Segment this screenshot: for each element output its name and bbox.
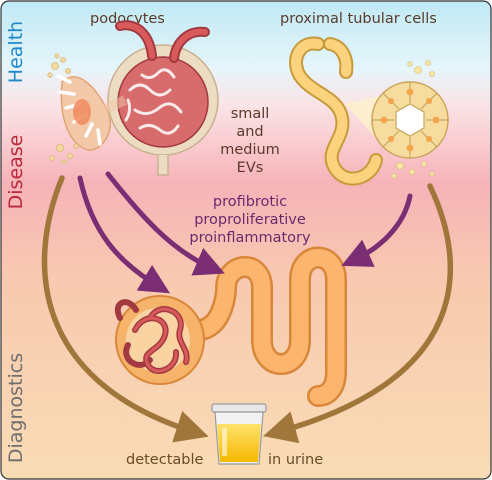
podocyte-cell-illustration	[56, 74, 111, 151]
evs-label-line1: small	[231, 106, 270, 122]
evs-label-line4: EVs	[237, 160, 264, 176]
proximal-tubule-illustration	[289, 36, 383, 186]
evs-label-line2: and	[236, 124, 263, 140]
detectable-label: detectable	[126, 452, 204, 468]
proximal-tubular-cells-label: proximal tubular cells	[280, 11, 437, 27]
section-label-disease: Disease	[5, 135, 27, 210]
diseased-glomerulus-illustration	[115, 295, 205, 385]
in-urine-label: in urine	[268, 452, 323, 468]
diagnostic-arrow-left	[41, 175, 209, 443]
bowman-capsule-illustration	[101, 20, 219, 176]
tubule-cross-section-illustration	[345, 81, 449, 159]
diagnostic-arrow-right	[263, 183, 454, 444]
ev-particles-left	[47, 53, 79, 165]
effects-label-proproliferative: proproliferative	[194, 212, 306, 228]
section-label-diagnostics: Diagnostics	[5, 353, 27, 463]
effects-label-profibrotic: profibrotic	[213, 194, 287, 210]
effects-label-proinflammatory: proinflammatory	[189, 230, 311, 246]
nephron-tubule-illustration	[189, 246, 347, 407]
urine-cup-icon	[211, 403, 267, 465]
disease-arrow-podocyte-to-tubule	[105, 171, 225, 276]
evs-label-line3: medium	[220, 142, 280, 158]
section-label-health: Health	[5, 21, 27, 83]
disease-arrow-podocyte-to-glomerulus	[77, 175, 171, 294]
disease-arrow-tubular-to-tubule	[341, 193, 413, 267]
podocytes-label: podocytes	[90, 11, 165, 27]
ev-particles-right	[391, 60, 435, 179]
